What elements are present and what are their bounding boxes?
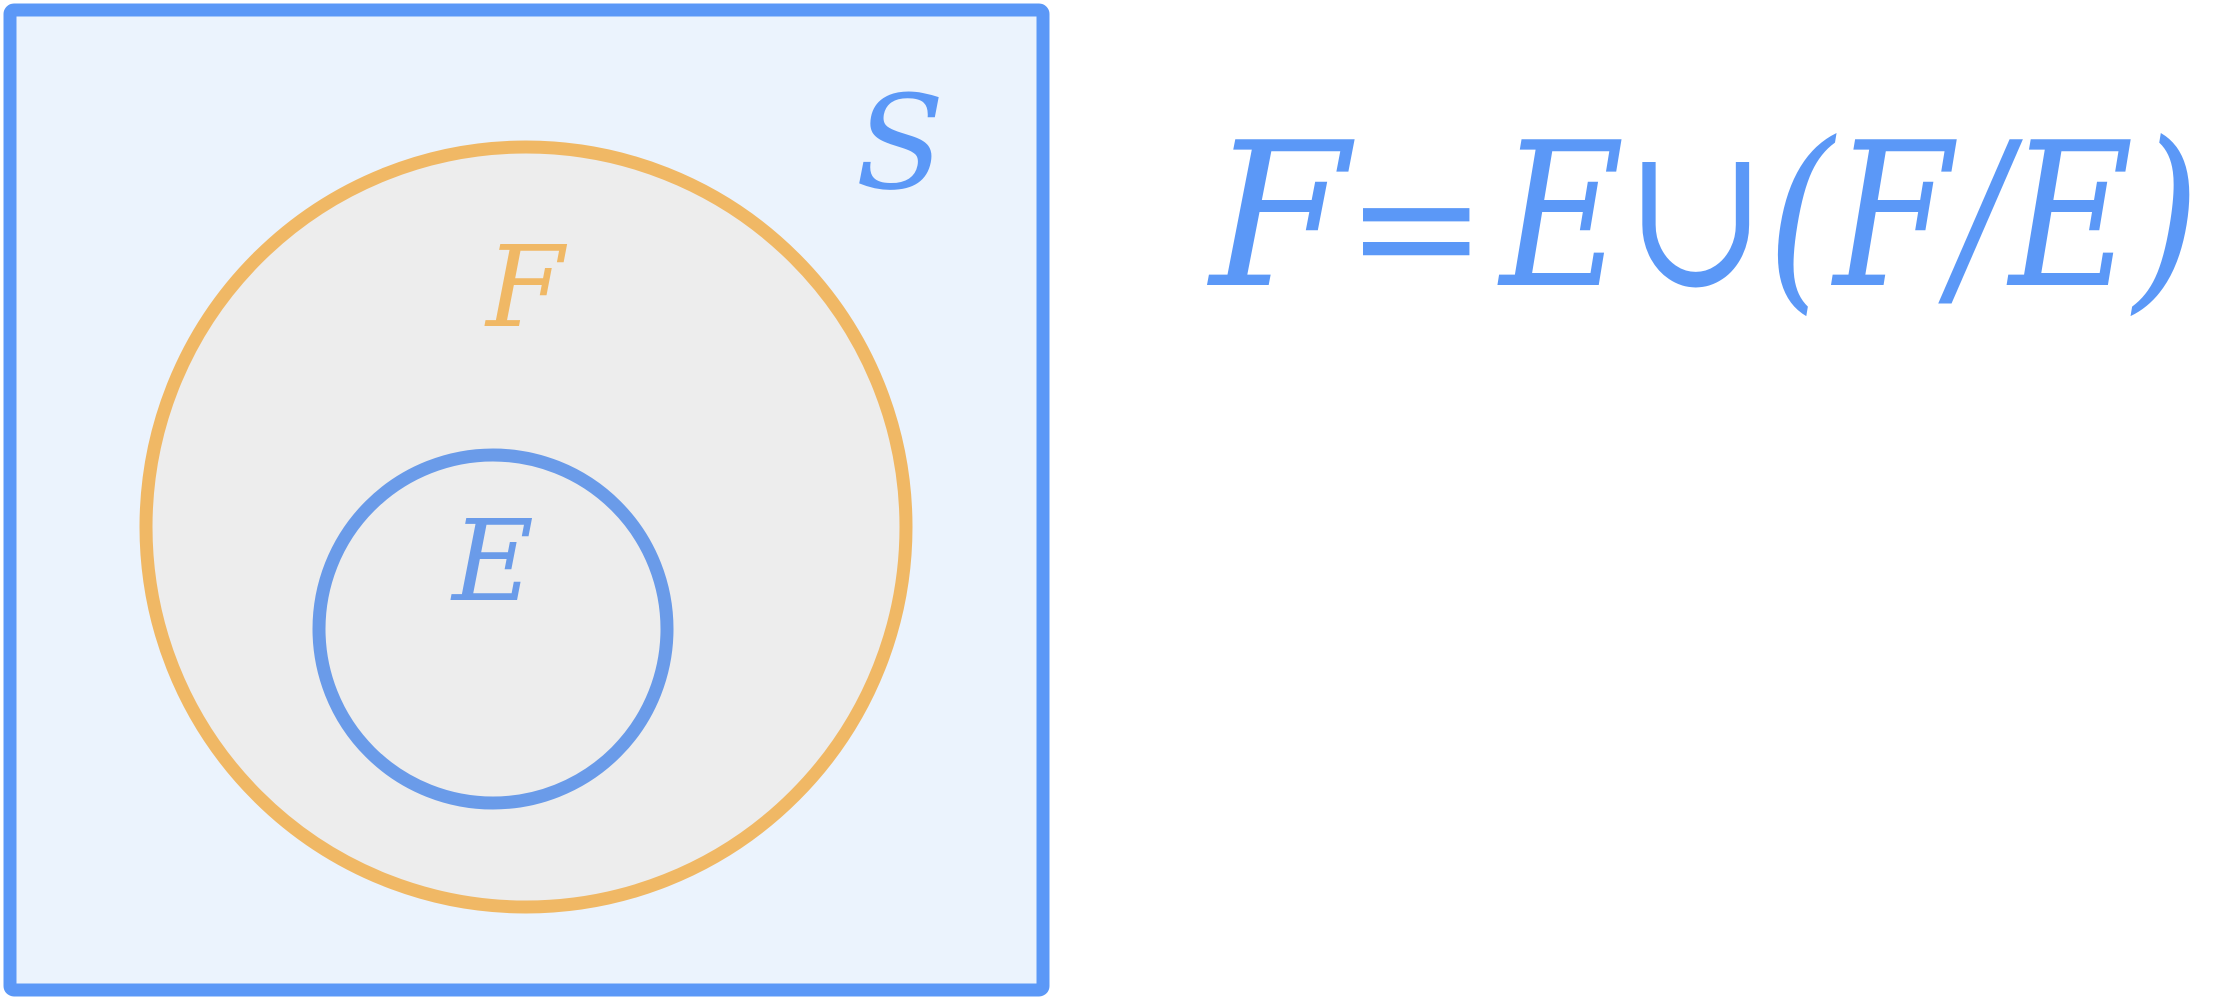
formula-rhs: E∪(F/E): [1497, 100, 2200, 333]
formula-lhs: F: [1206, 100, 1355, 333]
formula-equals: =: [1345, 128, 1487, 326]
set-e-label: E: [450, 497, 534, 627]
universe-label: S: [855, 67, 944, 219]
set-e-circle: [312, 448, 674, 810]
set-f-label: F: [484, 223, 567, 353]
formula: F = E∪(F/E): [1206, 100, 2200, 333]
